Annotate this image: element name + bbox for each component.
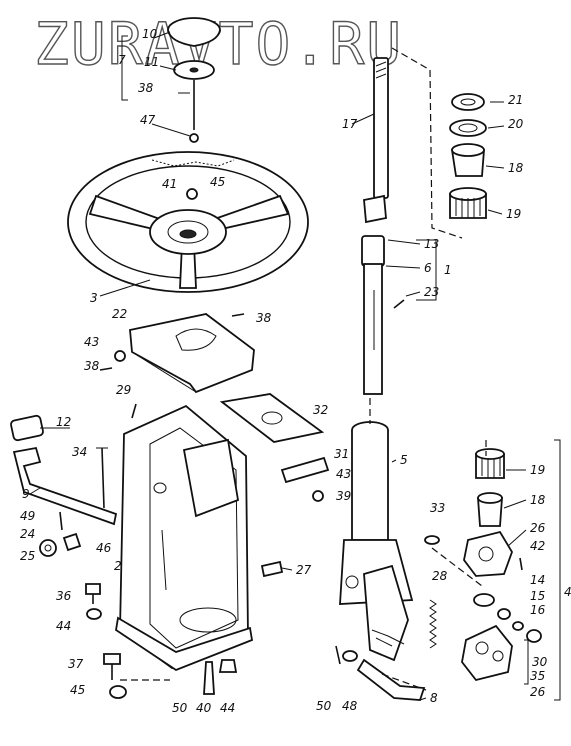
callout-c23: 23	[424, 285, 439, 299]
callout-c19b: 19	[530, 463, 545, 477]
group-bracket-inner	[524, 639, 529, 685]
callout-c50a: 50	[172, 701, 188, 715]
callout-c44b: 44	[220, 701, 235, 715]
callout-c26a: 26	[530, 521, 546, 535]
group-bracket-4	[554, 439, 561, 701]
callout-c25: 25	[20, 549, 35, 563]
callout-c38b: 38	[256, 311, 272, 325]
callout-c45b: 45	[70, 683, 85, 697]
callout-c26b: 26	[530, 685, 546, 699]
callout-c11: 11	[144, 55, 159, 69]
callout-c20: 20	[508, 117, 524, 131]
callout-c19a: 19	[506, 207, 521, 221]
callout-c18a: 18	[508, 161, 524, 175]
callout-c41: 41	[162, 177, 177, 191]
callout-c12: 12	[56, 415, 71, 429]
callout-c43a: 43	[84, 335, 99, 349]
callout-c35: 35	[530, 669, 545, 683]
callout-c49: 49	[20, 509, 35, 523]
callout-c9: 9	[22, 487, 30, 501]
bolt-34	[96, 447, 108, 509]
horn-button-assembly	[121, 17, 221, 143]
callout-c8: 8	[430, 691, 438, 705]
callout-c17: 17	[342, 117, 358, 131]
watermark: ZURAVTO.RU	[34, 10, 403, 78]
callout-c22: 22	[112, 307, 127, 321]
pedal-lever-9	[10, 414, 118, 526]
callout-c38a: 38	[138, 81, 154, 95]
callout-c34: 34	[72, 445, 87, 459]
fasteners-left	[39, 313, 284, 699]
yoke-26	[431, 440, 542, 682]
callout-c50b: 50	[316, 699, 332, 713]
callout-c32: 32	[313, 403, 328, 417]
callout-c38c: 38	[84, 359, 100, 373]
column-bracket-2	[115, 404, 254, 672]
callout-c30: 30	[532, 655, 548, 669]
steering-wheel	[67, 151, 309, 293]
callout-c16: 16	[530, 603, 546, 617]
callout-c31: 31	[334, 447, 349, 461]
callout-c27: 27	[296, 563, 312, 577]
bearing-stack-lower	[424, 448, 505, 545]
callout-c1: 1	[444, 263, 452, 277]
callout-c21: 21	[508, 93, 523, 107]
bracket-plate-22	[129, 313, 255, 394]
callout-c15: 15	[530, 589, 545, 603]
callout-c37: 37	[68, 657, 84, 671]
shaft-6	[361, 194, 405, 395]
callout-c14: 14	[530, 573, 545, 587]
callout-c10: 10	[142, 27, 158, 41]
callout-c3: 3	[90, 291, 98, 305]
callout-c5: 5	[400, 453, 408, 467]
group-bracket-1	[416, 239, 437, 301]
steering-shaft-17	[373, 47, 431, 199]
callout-c33: 33	[430, 501, 445, 515]
callout-c36: 36	[56, 589, 72, 603]
callout-c39: 39	[336, 489, 351, 503]
plate-31	[280, 456, 330, 484]
plate-32	[219, 393, 325, 443]
bearing-stack-upper	[429, 69, 487, 239]
callout-c13: 13	[424, 237, 439, 251]
callout-c18b: 18	[530, 493, 546, 507]
nut-39	[312, 490, 324, 502]
callout-c7: 7	[118, 53, 126, 67]
callout-c40: 40	[196, 701, 212, 715]
callout-c47: 47	[140, 113, 156, 127]
callout-c48: 48	[342, 699, 358, 713]
callout-c46: 46	[96, 541, 112, 555]
callout-c24: 24	[20, 527, 35, 541]
callout-c6: 6	[424, 261, 432, 275]
callout-c28: 28	[432, 569, 448, 583]
callout-c4: 4	[564, 585, 571, 599]
callout-c44a: 44	[56, 619, 71, 633]
callout-c43b: 43	[336, 467, 351, 481]
callout-c42: 42	[530, 539, 545, 553]
leader-lines	[29, 31, 527, 701]
callout-c29: 29	[116, 383, 131, 397]
callout-c2: 2	[114, 559, 122, 573]
callout-c45a: 45	[210, 175, 225, 189]
